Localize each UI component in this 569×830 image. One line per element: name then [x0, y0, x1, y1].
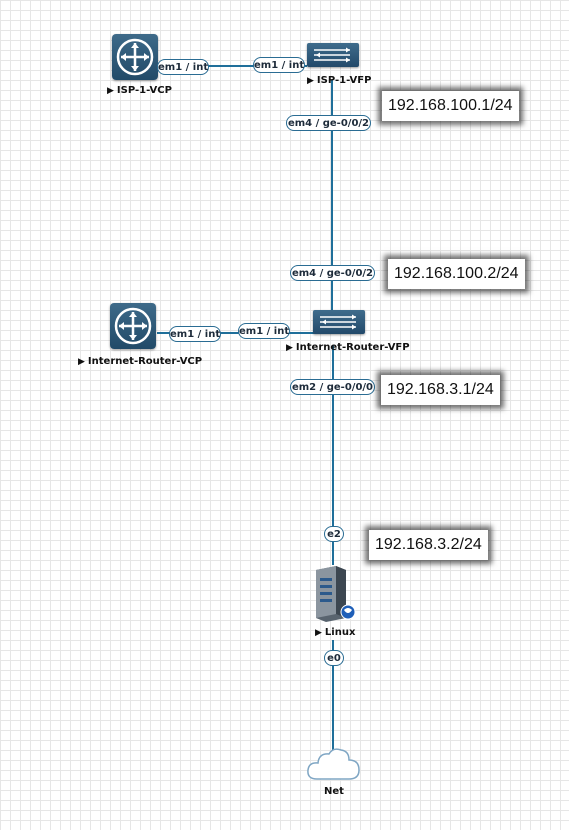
server-icon: [316, 566, 356, 622]
expand-triangle-icon[interactable]: ▶: [107, 86, 114, 96]
expand-triangle-icon[interactable]: ▶: [315, 628, 322, 638]
node-label-internet-router-vcp: ▶Internet-Router-VCP: [78, 356, 203, 367]
interface-label-linux-e0[interactable]: e0: [324, 650, 344, 666]
router-icon: [110, 303, 156, 349]
switch-isp-1-vfp[interactable]: [307, 43, 359, 67]
interface-label-inet-vfp-em2[interactable]: em2 / ge-0/0/0: [290, 379, 375, 395]
expand-triangle-icon[interactable]: ▶: [307, 76, 314, 86]
ip-label-isp-1-vfp: 192.168.100.1/24: [382, 91, 519, 121]
router-isp-1-vcp[interactable]: [112, 34, 158, 80]
router-icon: [112, 34, 158, 80]
switch-icon: [313, 310, 365, 334]
interface-label-inet-vfp-em1[interactable]: em1 / int: [238, 323, 290, 339]
interface-label-isp-vcp-em1[interactable]: em1 / int: [157, 59, 209, 75]
interface-label-isp-vfp-em4[interactable]: em4 / ge-0/0/2: [286, 115, 371, 131]
switch-internet-router-vfp[interactable]: [313, 310, 365, 334]
ip-label-internet-router-vfp-ge-0-0-2: 192.168.100.2/24: [388, 259, 525, 289]
node-label-internet-router-vfp: ▶Internet-Router-VFP: [286, 342, 410, 353]
ip-label-linux: 192.168.3.2/24: [369, 530, 488, 560]
interface-label-linux-e2[interactable]: e2: [324, 526, 344, 542]
node-label-linux: ▶Linux: [315, 627, 356, 638]
node-label-isp-1-vfp: ▶ISP-1-VFP: [307, 75, 372, 86]
router-internet-router-vcp[interactable]: [110, 303, 156, 349]
node-label-isp-1-vcp: ▶ISP-1-VCP: [107, 85, 172, 96]
cloud-net[interactable]: [305, 745, 363, 789]
interface-label-inet-vcp-em1[interactable]: em1 / int: [169, 326, 221, 342]
node-label-net: Net: [324, 786, 344, 797]
expand-triangle-icon[interactable]: ▶: [78, 357, 85, 367]
cloud-icon: [307, 748, 360, 780]
interface-label-isp-vfp-em1[interactable]: em1 / int: [253, 57, 305, 73]
interface-label-inet-vfp-em4[interactable]: em4 / ge-0/0/2: [290, 265, 375, 281]
switch-icon: [307, 43, 359, 67]
expand-triangle-icon[interactable]: ▶: [286, 343, 293, 353]
server-linux[interactable]: [310, 564, 358, 628]
ip-label-internet-router-vfp-ge-0-0-0: 192.168.3.1/24: [381, 375, 500, 405]
